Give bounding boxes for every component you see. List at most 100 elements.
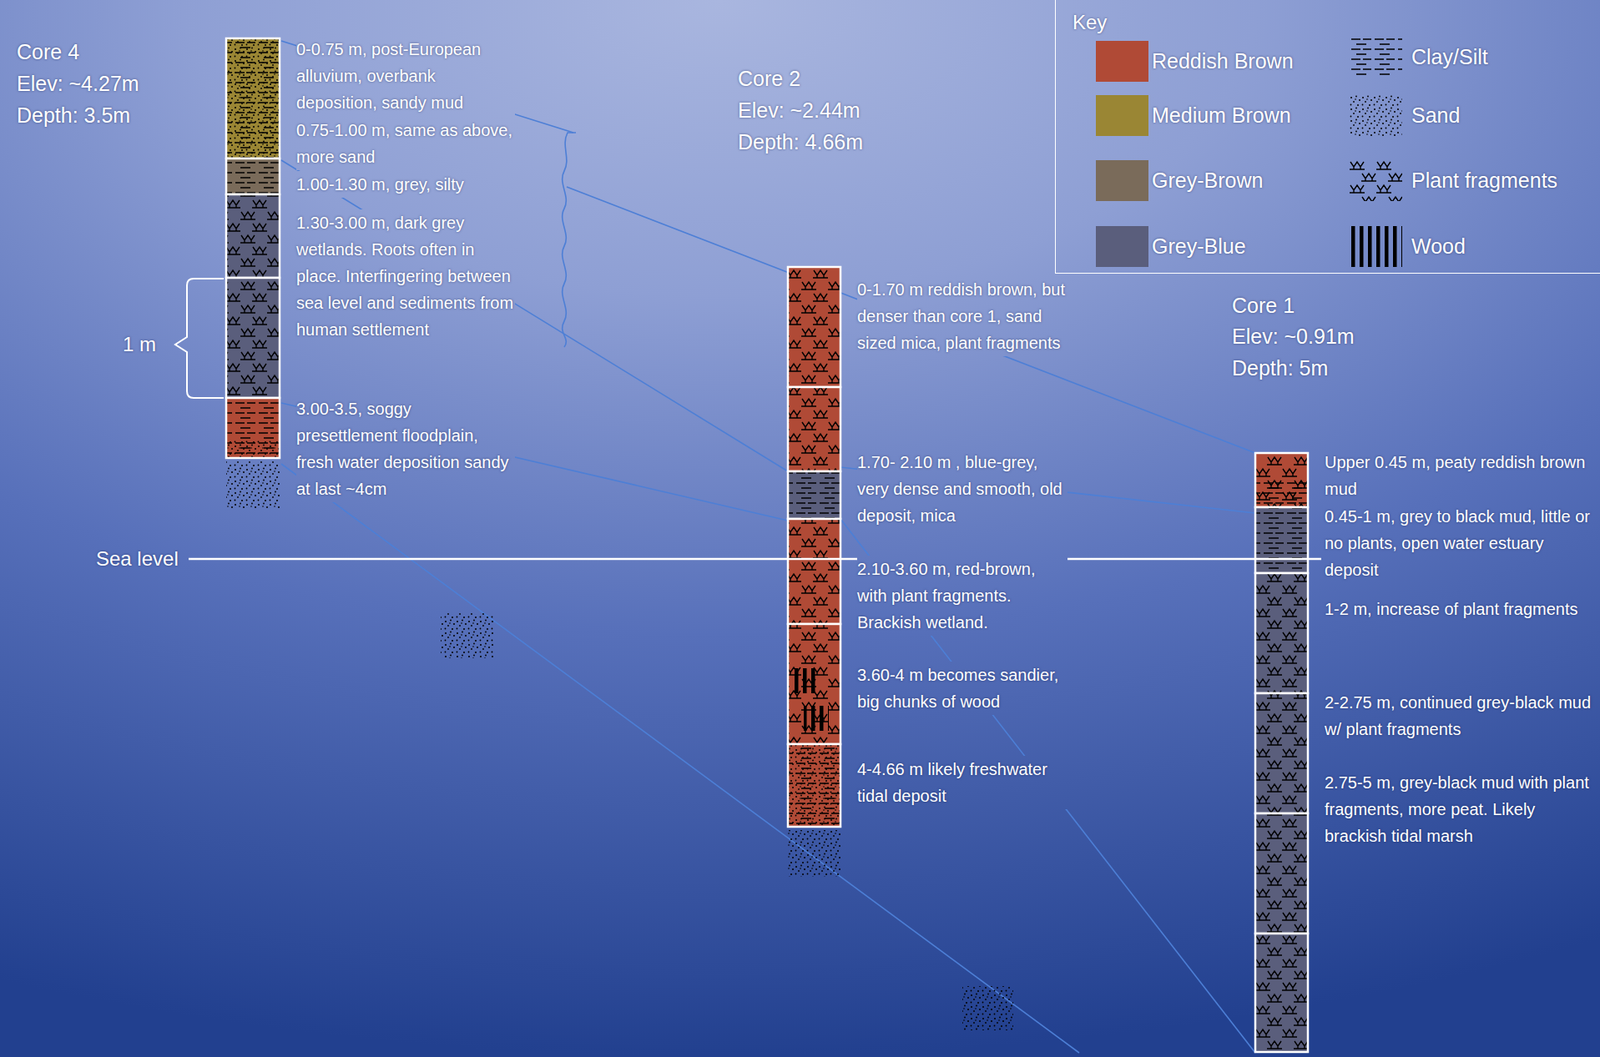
core-elevation: Elev: ~2.44m [737, 94, 861, 127]
layer-description: 0-1.70 m reddish brown, but denser than … [857, 276, 1068, 357]
legend-pattern [1349, 226, 1403, 268]
legend-label: Plant fragments [1411, 167, 1558, 193]
layer-description: 4-4.66 m likely freshwater tidal deposit [857, 756, 1068, 810]
layer-fill [226, 38, 280, 159]
layer-description: 2.10-3.60 m, red-brown, with plant fragm… [857, 555, 1068, 636]
layer-description: 1.70- 2.10 m , blue-grey, very dense and… [857, 449, 1068, 530]
sand-pattern [787, 744, 841, 828]
plant-pattern [787, 267, 841, 388]
scale-bracket [175, 278, 224, 399]
legend-label: Wood [1411, 233, 1466, 259]
layer-outline [1255, 573, 1308, 694]
layer-outline [787, 471, 841, 520]
legend-pattern [1349, 36, 1403, 78]
layer-fill [787, 387, 841, 472]
layer-description: 2-2.75 m, continued grey-black mud w/ pl… [1324, 689, 1594, 743]
layer-description: 0.45-1 m, grey to black mud, little or n… [1324, 503, 1594, 584]
plant-pattern [1255, 693, 1308, 814]
layer-outline [226, 277, 280, 399]
legend-heading: Key [1072, 10, 1107, 36]
legend-label: Grey-Blue [1151, 233, 1247, 259]
legend-label: Reddish Brown [1151, 48, 1294, 74]
sea-level-line [188, 558, 1322, 561]
core-elevation: Elev: ~4.27m [16, 67, 140, 100]
sand-patch [962, 986, 1014, 1031]
wood-pattern [791, 668, 817, 694]
legend-symbol [1349, 160, 1403, 202]
layer-fill [1255, 507, 1308, 574]
plant-pattern [1255, 453, 1308, 508]
layer-fill [787, 471, 841, 520]
layer-outline [787, 387, 841, 472]
plant-pattern [1255, 933, 1308, 1053]
layer-description: 1.00-1.30 m, grey, silty [296, 171, 515, 198]
plant-pattern [226, 277, 280, 399]
layer-description: 0-0.75 m, post-European alluvium, overba… [296, 35, 515, 117]
clay-pattern [1255, 480, 1308, 508]
legend-label: Sand [1411, 102, 1460, 128]
layer-fill [787, 744, 841, 828]
clay-pattern [787, 471, 841, 520]
plant-pattern [1255, 813, 1308, 934]
layer-description: 1-2 m, increase of plant fragments [1324, 595, 1594, 623]
layer-fill [226, 398, 280, 459]
sand-base [226, 461, 280, 509]
layer-outline [787, 519, 841, 625]
sand-pattern [226, 440, 280, 459]
layer-fill [1255, 813, 1308, 934]
layer-fill [787, 267, 841, 388]
core-4-column [226, 38, 280, 509]
legend-symbol [1349, 95, 1403, 137]
legend-label: Clay/Silt [1411, 44, 1489, 70]
layer-outline [787, 624, 841, 745]
clay-pattern [787, 744, 841, 828]
layer-outline [1255, 813, 1308, 934]
layer-fill [226, 277, 280, 399]
core-title: Core 1 [1231, 289, 1295, 322]
core-elevation: Elev: ~0.91m [1231, 320, 1355, 353]
layer-description: 2.75-5 m, grey-black mud with plant frag… [1324, 769, 1594, 850]
correlation-line [281, 464, 1080, 1054]
clay-pattern [226, 38, 280, 159]
layer-fill [226, 158, 280, 195]
layer-fill [787, 519, 841, 625]
layer-outline [787, 267, 841, 388]
layer-outline [1255, 693, 1308, 814]
plant-pattern [1255, 573, 1308, 694]
legend-pattern [1349, 160, 1403, 202]
layer-outline [1255, 453, 1308, 508]
sand-patch [440, 613, 495, 659]
layer-outline [1255, 507, 1308, 574]
legend-swatch [1095, 226, 1149, 268]
core-depth: Depth: 3.5m [16, 99, 131, 132]
layer-outline [787, 744, 841, 828]
core-depth: Depth: 5m [1231, 352, 1328, 384]
legend-label: Medium Brown [1151, 102, 1292, 128]
sand-base [787, 830, 841, 878]
legend-box: KeyReddish BrownMedium BrownGrey-BrownGr… [1054, 0, 1600, 274]
wavy-bracket [562, 132, 576, 348]
legend-label: Grey-Brown [1151, 167, 1263, 193]
layer-description: Upper 0.45 m, peaty reddish brown mud [1324, 449, 1594, 503]
layer-outline [1255, 933, 1308, 1053]
core-2-column [787, 267, 841, 878]
legend-symbol [1349, 36, 1403, 78]
layer-fill [226, 194, 280, 278]
layer-outline [226, 158, 280, 195]
sand-pattern [226, 38, 280, 159]
correlation-line [566, 186, 1256, 454]
layer-fill [1255, 933, 1308, 1053]
plant-pattern [787, 387, 841, 472]
layer-fill [1255, 573, 1308, 694]
wood-pattern [803, 706, 829, 732]
layer-outline [226, 194, 280, 278]
legend-swatch [1095, 40, 1149, 82]
sea-level-label: Sea level [95, 546, 179, 572]
core-title: Core 4 [16, 35, 80, 68]
layer-description: 1.30-3.00 m, dark grey wetlands. Roots o… [296, 209, 515, 344]
core-1-column [1255, 453, 1308, 1053]
layer-fill [1255, 453, 1308, 508]
scale-label: 1 m [122, 332, 157, 358]
layer-description: 3.60-4 m becomes sandier, big chunks of … [857, 661, 1068, 716]
clay-pattern [226, 398, 280, 459]
